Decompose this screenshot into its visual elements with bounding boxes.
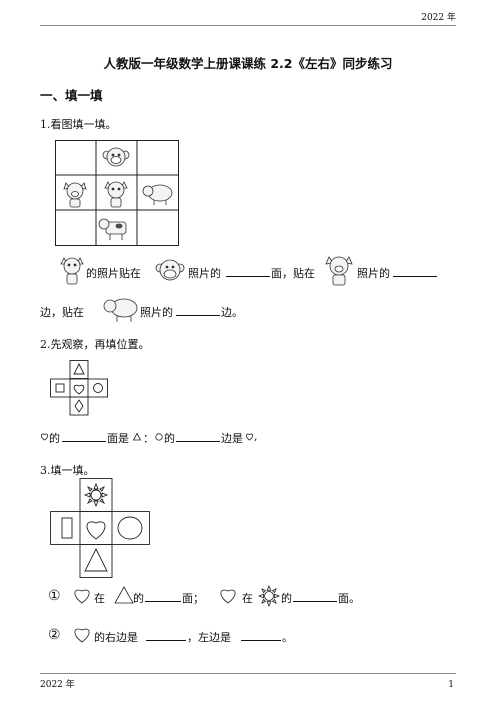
heart-shape: [86, 521, 106, 540]
circle-shape: [117, 516, 143, 540]
q1-prompt: 1.看图填一填。: [40, 118, 117, 131]
sun-shape: [83, 482, 109, 508]
monkey-picture: [102, 147, 130, 167]
page-number: 1: [448, 680, 454, 690]
q2-text3: 的: [164, 432, 175, 445]
triangle-icon: [114, 586, 134, 604]
q3-prompt: 3.填一填。: [40, 464, 95, 477]
shape-net-large: [50, 478, 150, 578]
q1-line1-text4: 照片的: [357, 267, 390, 280]
item-number: ①: [48, 588, 61, 604]
diamond-shape: [74, 399, 84, 413]
triangle-icon: [132, 432, 142, 441]
triangle-shape: [73, 362, 85, 375]
q3-item1-text2: 的: [133, 592, 144, 605]
header-year: 2022 年: [421, 13, 456, 23]
heart-shape: [73, 384, 85, 395]
cat-icon: [60, 257, 84, 285]
answer-blank[interactable]: [393, 265, 437, 277]
item-number: ②: [48, 627, 61, 643]
q2-text2: 面是: [107, 432, 129, 445]
page-title: 人教版一年级数学上册课课练 2.2《左右》同步练习: [103, 56, 393, 71]
sheep-picture: [142, 184, 173, 205]
q3-item1-text5: 的: [281, 592, 292, 605]
sun-icon: [257, 584, 281, 608]
triangle-shape: [84, 547, 108, 572]
answer-blank[interactable]: [226, 265, 270, 277]
q3-item1-text4: 在: [242, 592, 253, 605]
rectangle-shape: [61, 517, 73, 539]
q2-prompt: 2.先观察，再填位置。: [40, 338, 150, 351]
circle-icon: [155, 433, 163, 441]
heart-icon: [74, 589, 90, 604]
q3-item2-text1: 的右边是: [94, 631, 138, 644]
separator: ：: [143, 432, 154, 445]
q1-line2-text1: 边，贴在: [40, 306, 84, 319]
heart-icon: [74, 628, 90, 643]
answer-blank[interactable]: [176, 304, 220, 316]
heart-icon: [40, 433, 49, 441]
q1-line1-text1: 的照片贴在: [86, 267, 141, 280]
q3-item1-text6: 面。: [338, 592, 360, 605]
answer-blank[interactable]: [62, 430, 106, 442]
footer-rule: [40, 673, 456, 674]
q2-text1: 的: [49, 432, 60, 445]
pig-picture: [63, 182, 87, 208]
sheep-icon: [103, 298, 138, 322]
q3-item2-text2: ，左边是: [187, 631, 231, 644]
shape-net: [50, 360, 108, 416]
cat-picture: [104, 181, 128, 208]
answer-blank[interactable]: [176, 430, 220, 442]
q1-line2-text3: 边。: [221, 306, 243, 319]
answer-blank[interactable]: [146, 629, 186, 641]
header-rule: [40, 25, 456, 26]
q3-item1-text1: 在: [94, 592, 105, 605]
footer-year: 2022 年: [40, 680, 75, 690]
q2-text4: 边是: [221, 432, 243, 445]
monkey-icon: [155, 259, 185, 281]
answer-blank[interactable]: [241, 629, 281, 641]
q3-item2-text3: 。: [282, 631, 293, 644]
circle-shape: [93, 383, 103, 393]
section-heading: 一、填一填: [40, 88, 103, 103]
q3-item1-text3: 面；: [182, 592, 204, 605]
pig-icon: [325, 256, 353, 286]
cow-picture: [98, 218, 127, 240]
heart-icon: [220, 589, 236, 604]
q1-line1-text2: 照片的: [188, 267, 221, 280]
animal-grid: [55, 140, 179, 246]
q2-text5: ,: [254, 430, 258, 443]
square-shape: [55, 383, 65, 393]
q1-line1-text3: 面，贴在: [271, 267, 315, 280]
answer-blank[interactable]: [145, 590, 181, 602]
answer-blank[interactable]: [293, 590, 337, 602]
heart-icon: [245, 433, 254, 441]
q1-line2-text2: 照片的: [140, 306, 173, 319]
